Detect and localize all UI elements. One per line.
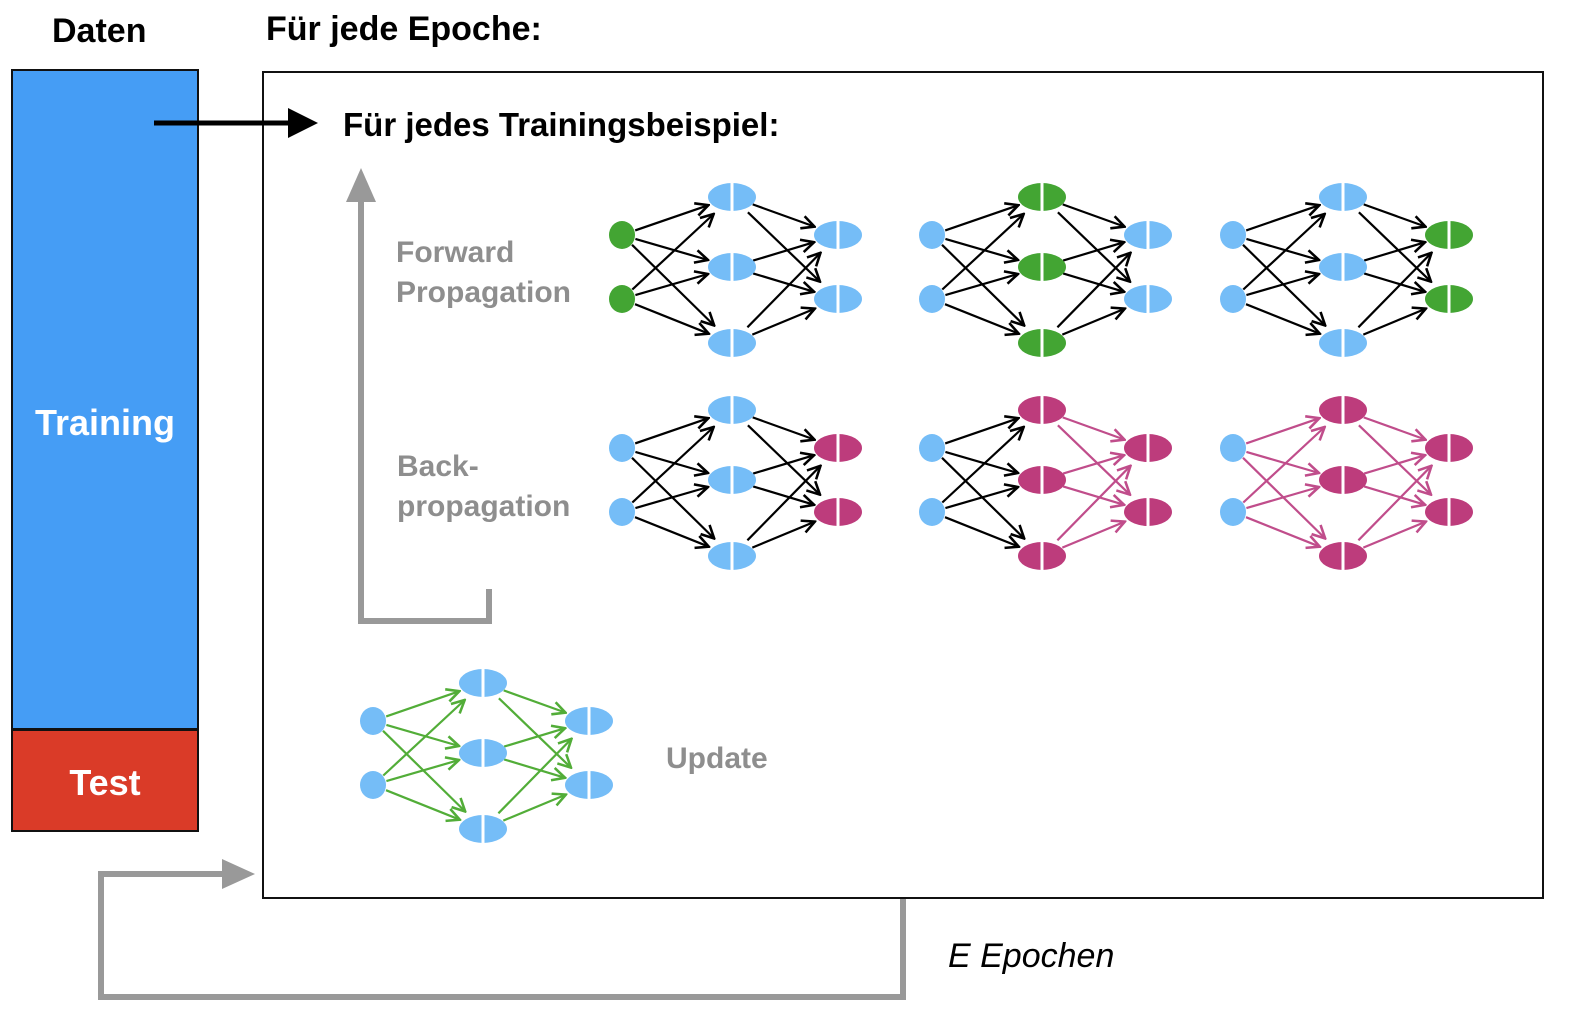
epochs-label: E Epochen: [948, 937, 1115, 975]
forward-propagation-label: Forward Propagation: [396, 236, 572, 309]
backpropagation-label: Back- propagation: [397, 450, 571, 523]
update-label: Update: [666, 742, 768, 775]
training-data-bar: [11, 69, 199, 730]
data-heading: Daten: [52, 12, 147, 50]
epoch-heading: Für jede Epoche:: [266, 10, 542, 48]
training-label: Training: [34, 402, 175, 443]
test-label: Test: [69, 762, 141, 803]
test-data-bar: [11, 730, 199, 832]
sample-heading: Für jedes Trainingsbeispiel:: [343, 106, 780, 143]
epoch-loop-arrowhead: [222, 859, 255, 889]
